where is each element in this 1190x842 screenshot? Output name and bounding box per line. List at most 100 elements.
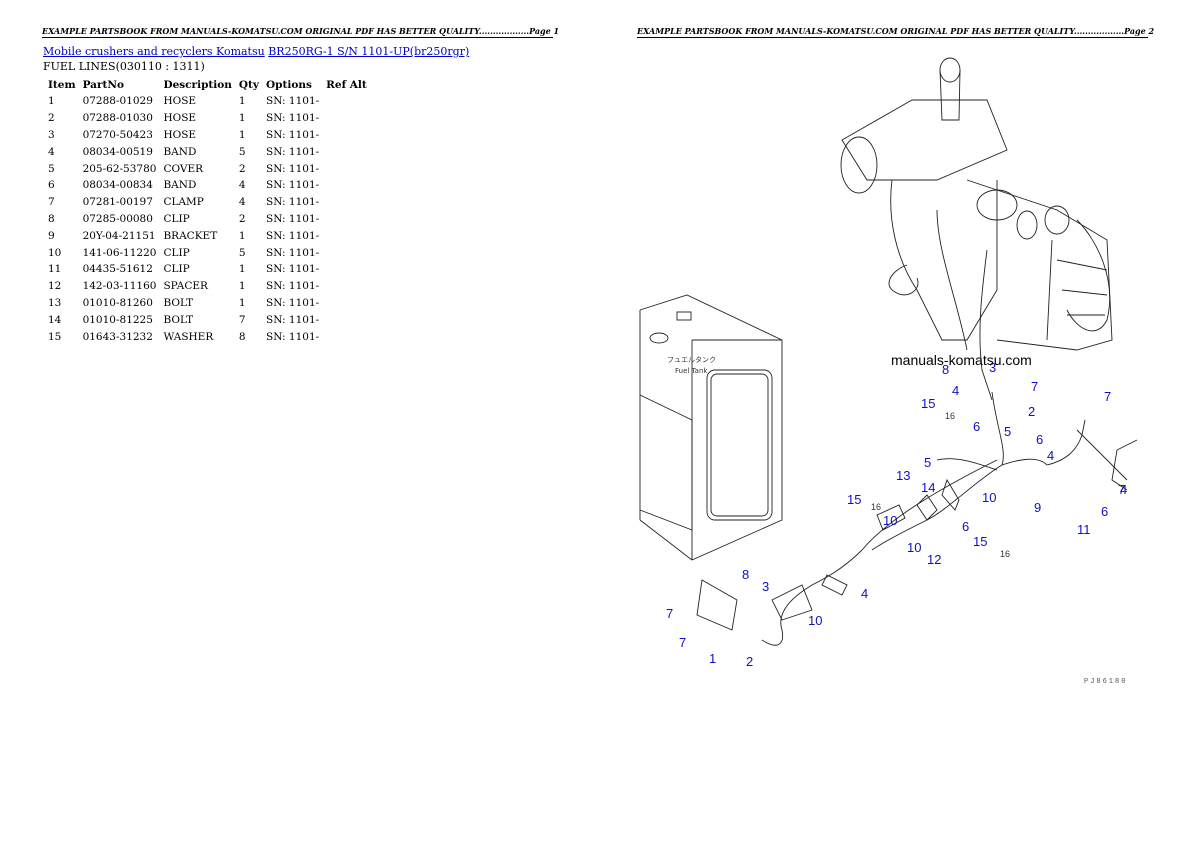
callout-label: 5 [1004, 424, 1011, 439]
callout-label: 2 [1028, 404, 1035, 419]
engine-drawing [840, 57, 1113, 401]
section-title: FUEL LINES(030110 : 1311) [43, 60, 205, 73]
callout-label: 3 [762, 579, 769, 594]
callout-label: 6 [973, 419, 980, 434]
callout-label: 11 [1077, 522, 1091, 537]
table-cell [323, 160, 371, 177]
table-cell: 4 [238, 179, 246, 192]
table-cell: 15 [48, 330, 62, 343]
breadcrumb-model-link[interactable]: BR250RG-1 S/N 1101-UP(br250rgr) [268, 45, 470, 58]
callout-label: 7 [1031, 379, 1038, 394]
table-cell: 1 [238, 296, 246, 309]
table-cell [323, 93, 371, 110]
callout-label: 9 [1034, 500, 1041, 515]
table-cell [323, 278, 371, 295]
header-divider [42, 37, 553, 38]
table-cell [323, 110, 371, 127]
table-cell: SN: 1101- [266, 212, 320, 225]
table-cell: CLIP [163, 212, 190, 225]
table-cell: 07285-00080 [82, 212, 153, 225]
table-cell [323, 295, 371, 312]
table-cell: BRACKET [163, 229, 218, 242]
table-cell: SN: 1101- [266, 162, 320, 175]
table-cell: 7 [48, 196, 55, 209]
breadcrumb: Mobile crushers and recyclers Komatsu BR… [43, 45, 469, 58]
callout-label: 7 [1118, 482, 1125, 497]
table-cell: 07288-01029 [82, 95, 153, 108]
table-cell: 3 [48, 128, 55, 141]
page-header-page-1: EXAMPLE PARTSBOOK FROM MANUALS-KOMATSU.C… [42, 26, 560, 36]
table-cell: BAND [163, 179, 197, 192]
callout-label: 6 [1101, 504, 1108, 519]
table-cell: 9 [48, 229, 55, 242]
table-cell: 07281-00197 [82, 196, 153, 209]
table-cell: COVER [163, 162, 204, 175]
table-cell [323, 244, 371, 261]
table-cell: 04435-51612 [82, 263, 153, 276]
table-cell [323, 143, 371, 160]
callout-label: 4 [1120, 482, 1127, 497]
callout-label: 1 [709, 651, 716, 666]
table-cell [323, 311, 371, 328]
column-header: Qty [238, 78, 260, 91]
table-cell: 1 [238, 112, 246, 125]
fuel-tank-label: Fuel Tank [675, 367, 708, 375]
table-cell: 2 [48, 112, 55, 125]
table-cell [323, 177, 371, 194]
table-cell: SN: 1101- [266, 313, 320, 326]
table-cell: 12 [48, 280, 62, 293]
table-cell: SN: 1101- [266, 296, 320, 309]
table-cell: 08034-00519 [82, 145, 153, 158]
table-cell [323, 127, 371, 144]
table-cell: BOLT [163, 296, 194, 309]
table-cell [323, 328, 371, 345]
table-cell: CLIP [163, 263, 190, 276]
column-header: PartNo [82, 78, 124, 91]
table-cell: 5 [48, 162, 55, 175]
callout-label: 8 [942, 362, 949, 377]
table-cell: 6 [48, 179, 55, 192]
table-cell: 1 [238, 128, 246, 141]
table-cell: HOSE [163, 95, 197, 108]
parts-table: Item PartNo Description Qty Options Ref … [45, 76, 371, 345]
table-cell: SN: 1101- [266, 145, 320, 158]
table-cell: 20Y-04-21151 [82, 229, 156, 242]
callout-label: 7 [666, 606, 673, 621]
table-cell: 4 [238, 196, 246, 209]
callout-label: 5 [924, 455, 931, 470]
table-cell: SN: 1101- [266, 263, 320, 276]
table-cell: 4 [48, 145, 55, 158]
table-cell: 8 [48, 212, 55, 225]
table-cell: 2 [238, 212, 246, 225]
table-header-row: Item PartNo Description Qty Options Ref … [45, 76, 371, 93]
table-cell: 8 [238, 330, 246, 343]
table-cell: 2 [238, 162, 246, 175]
callout-label: 6 [1036, 432, 1043, 447]
drawing-code: PJ86180 [1084, 678, 1127, 686]
table-cell: 10 [48, 246, 62, 259]
table-cell: SPACER [163, 280, 208, 293]
table-cell: BOLT [163, 313, 194, 326]
header-divider [637, 37, 1148, 38]
watermark-text: manuals-komatsu.com [891, 352, 1032, 368]
table-cell: 5 [238, 145, 246, 158]
table-cell: SN: 1101- [266, 196, 320, 209]
fuel-tank-drawing [639, 294, 783, 561]
table-cell: 08034-00834 [82, 179, 153, 192]
table-cell: 1 [238, 263, 246, 276]
callout-label: 16 [871, 502, 881, 512]
callout-label: 10 [808, 613, 822, 628]
table-cell: 142-03-11160 [82, 280, 157, 293]
table-cell: 1 [238, 229, 246, 242]
breadcrumb-category-link[interactable]: Mobile crushers and recyclers Komatsu [43, 45, 265, 58]
table-cell: 1 [238, 95, 246, 108]
